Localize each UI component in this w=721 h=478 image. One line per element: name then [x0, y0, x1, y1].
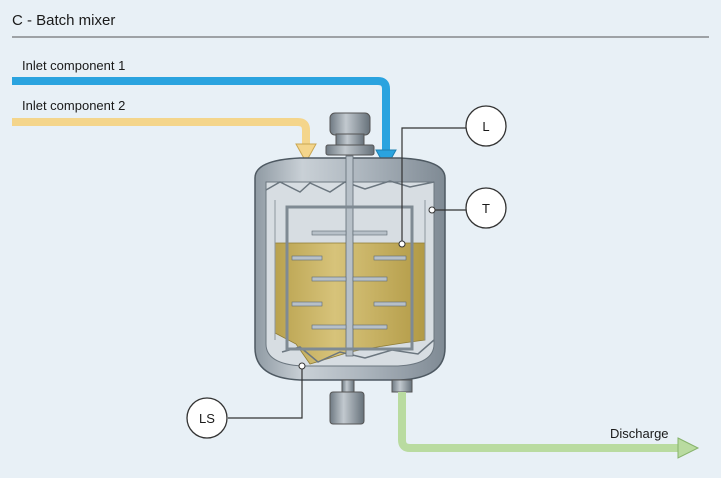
agitator: [285, 155, 414, 357]
temperature-sensor-point: [428, 206, 436, 214]
level-switch-point: [298, 362, 306, 370]
temperature-sensor-label: T: [482, 201, 490, 216]
inlet-2-arrow: [295, 143, 317, 164]
page-title: C - Batch mixer: [12, 12, 115, 29]
bottom-motor: [329, 379, 365, 425]
outlet-flange: [391, 379, 413, 393]
discharge-pipe: [398, 392, 682, 452]
discharge-label: Discharge: [610, 426, 669, 441]
level-switch-circle: [186, 397, 228, 439]
discharge-arrow: [677, 437, 700, 459]
level-switch-lead: [228, 366, 303, 419]
level-sensor-point: [398, 240, 406, 248]
level-sensor-circle: [465, 105, 507, 147]
inlet-1-label: Inlet component 1: [22, 58, 125, 73]
inlet-2-label: Inlet component 2: [22, 98, 125, 113]
level-sensor-lead: [401, 127, 468, 244]
level-sensor-label: L: [482, 119, 489, 134]
inlet-2-pipe: [12, 118, 310, 146]
temperature-sensor-circle: [465, 187, 507, 229]
top-motor: [325, 112, 375, 156]
inlet-1-pipe: [12, 77, 390, 152]
level-switch-label: LS: [199, 411, 215, 426]
